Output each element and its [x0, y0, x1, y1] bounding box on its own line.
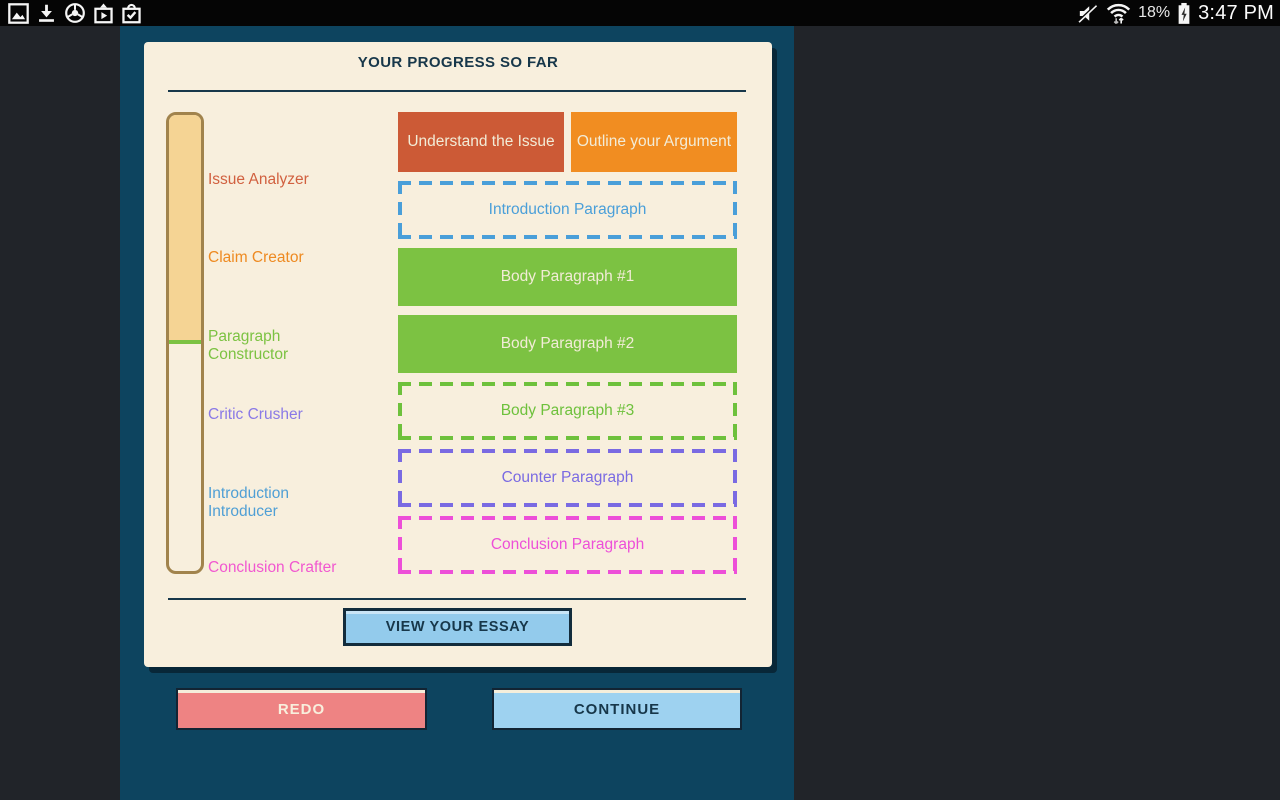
block-body-paragraph-2: Body Paragraph #2 [398, 315, 737, 373]
stage-label-critic-crusher: Critic Crusher [208, 406, 303, 423]
status-bar-system: 18% 3:47 PM [1076, 1, 1274, 25]
progress-meter [166, 112, 204, 574]
block-outline-your-argument: Outline your Argument [571, 112, 737, 172]
block-introduction-paragraph: Introduction Paragraph [398, 181, 737, 239]
wifi-icon [1106, 1, 1131, 25]
essay-block-row: Understand the Issue Outline your Argume… [398, 112, 737, 172]
stage-label-introduction-introducer: Introduction Introducer [208, 485, 289, 520]
purchases-check-icon [121, 1, 142, 25]
stage-label-issue-analyzer: Issue Analyzer [208, 171, 309, 188]
redo-button[interactable]: REDO [176, 688, 427, 730]
chrome-icon [64, 1, 86, 25]
block-understand-the-issue: Understand the Issue [398, 112, 564, 172]
progress-meter-fill [169, 115, 201, 340]
footer-divider [168, 598, 746, 600]
gallery-icon [8, 1, 29, 25]
download-icon [36, 1, 57, 25]
status-bar: 18% 3:47 PM [0, 0, 1280, 26]
continue-button[interactable]: CONTINUE [492, 688, 742, 730]
volume-muted-icon [1076, 1, 1099, 25]
battery-charging-icon [1177, 1, 1191, 25]
battery-percent-label: 18% [1138, 4, 1171, 21]
stage-label-conclusion-crafter: Conclusion Crafter [208, 559, 337, 576]
content-panel: YOUR PROGRESS SO FAR Issue Analyzer Clai… [120, 26, 794, 800]
clock: 3:47 PM [1198, 1, 1274, 24]
stage-label-paragraph-constructor: Paragraph Constructor [208, 328, 289, 363]
essay-blocks: Understand the Issue Outline your Argume… [398, 112, 737, 574]
status-bar-notifications [6, 1, 142, 25]
block-counter-paragraph: Counter Paragraph [398, 449, 737, 507]
title-divider [168, 90, 746, 92]
progress-meter-marker [169, 340, 201, 344]
block-conclusion-paragraph: Conclusion Paragraph [398, 516, 737, 574]
block-body-paragraph-3: Body Paragraph #3 [398, 382, 737, 440]
page-title: YOUR PROGRESS SO FAR [357, 54, 559, 71]
view-your-essay-button[interactable]: VIEW YOUR ESSAY [343, 608, 572, 646]
stage-label-claim-creator: Claim Creator [208, 249, 304, 266]
progress-card: YOUR PROGRESS SO FAR Issue Analyzer Clai… [144, 42, 772, 667]
block-body-paragraph-1: Body Paragraph #1 [398, 248, 737, 306]
play-store-icon [93, 1, 114, 25]
